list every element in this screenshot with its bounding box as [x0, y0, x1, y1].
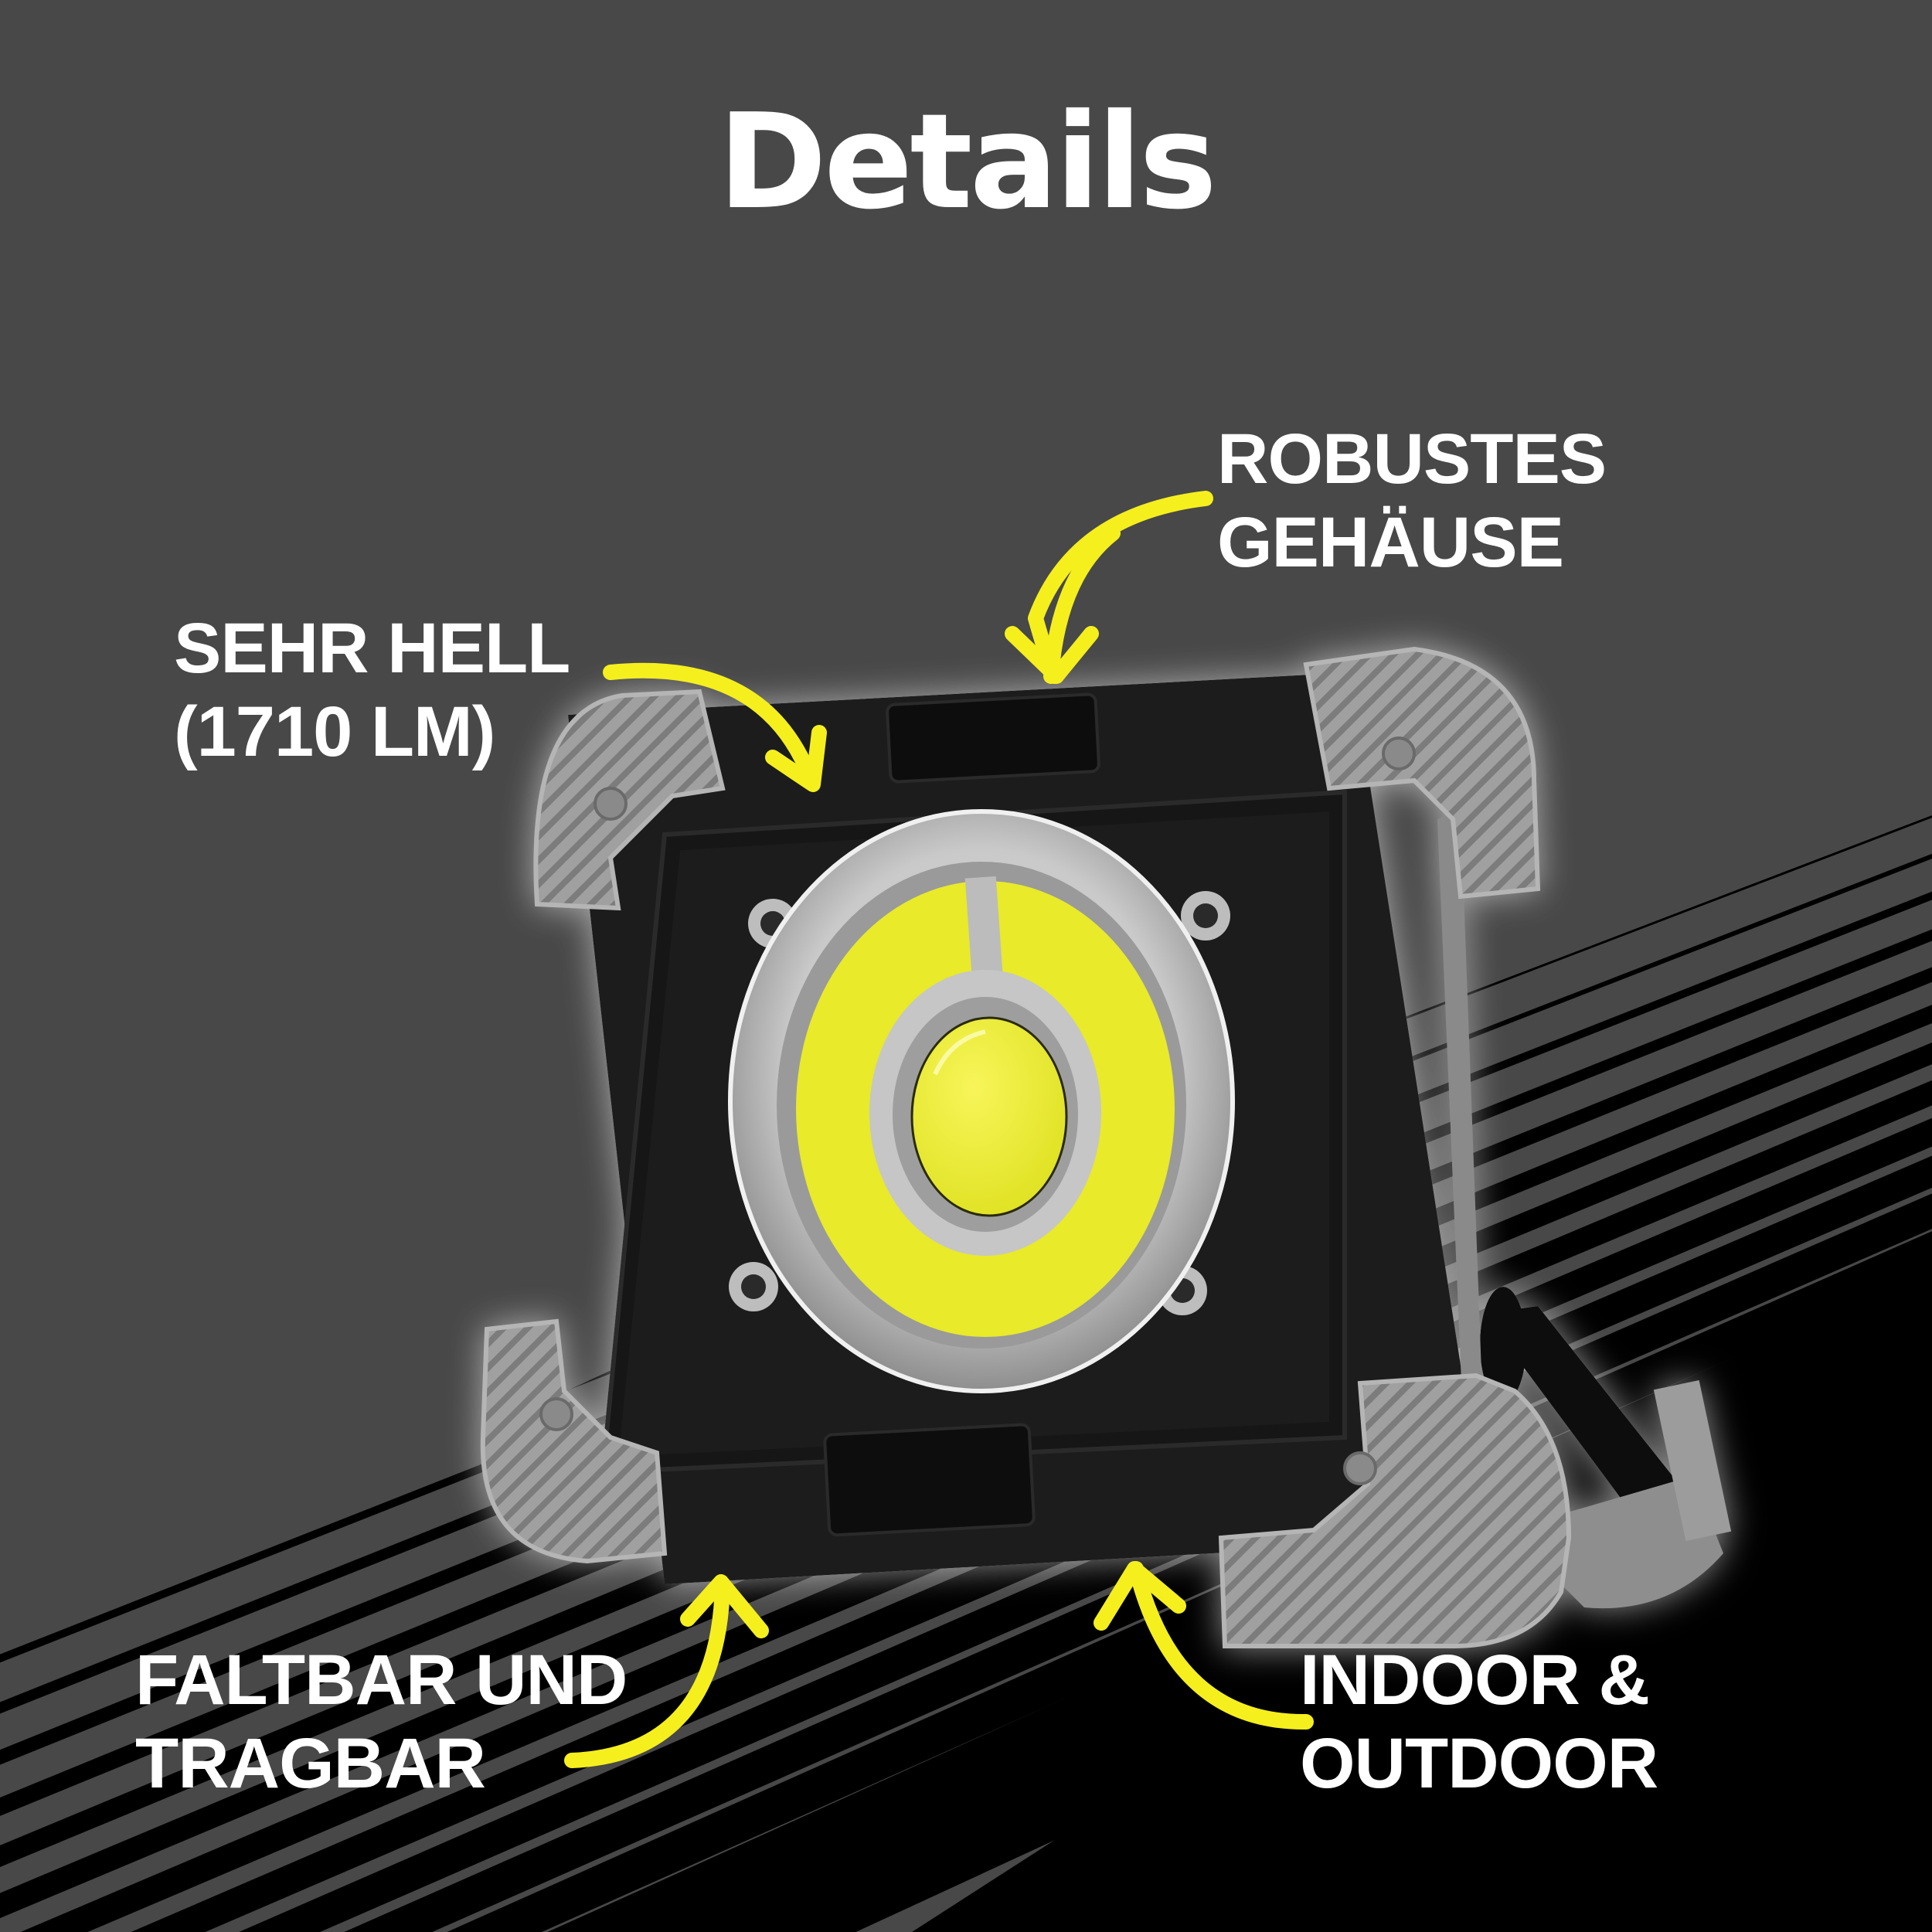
curved-arrow-icon — [603, 662, 827, 792]
feature-line: OUTDOOR — [1300, 1724, 1658, 1803]
feature-line: ROBUSTES — [1217, 420, 1607, 498]
feature-label-indoor-outdoor: INDOOR & OUTDOOR — [1300, 1638, 1658, 1805]
page-title: Details — [717, 86, 1217, 239]
curved-arrow-icon — [1005, 491, 1213, 684]
feature-line: SEHR HELL — [174, 609, 570, 688]
feature-line: (1710 LM) — [174, 692, 495, 771]
feature-label-foldable: FALTBAR UND TRAGBAR — [135, 1638, 628, 1805]
feature-line: TRAGBAR — [135, 1724, 486, 1803]
kickstand — [1480, 1287, 1732, 1609]
feature-label-robust-housing: ROBUSTES GEHÄUSE — [1217, 417, 1607, 584]
curved-arrow-icon — [564, 1574, 769, 1768]
curved-arrow-icon — [1094, 1561, 1314, 1730]
feature-line: INDOOR & — [1300, 1641, 1650, 1719]
feature-line: GEHÄUSE — [1217, 503, 1564, 582]
feature-line: FALTBAR UND — [135, 1641, 628, 1719]
lamp-assembly — [728, 809, 1235, 1393]
corner-bumpers — [480, 646, 1572, 1648]
feature-label-brightness: SEHR HELL (1710 LM) — [174, 607, 570, 774]
